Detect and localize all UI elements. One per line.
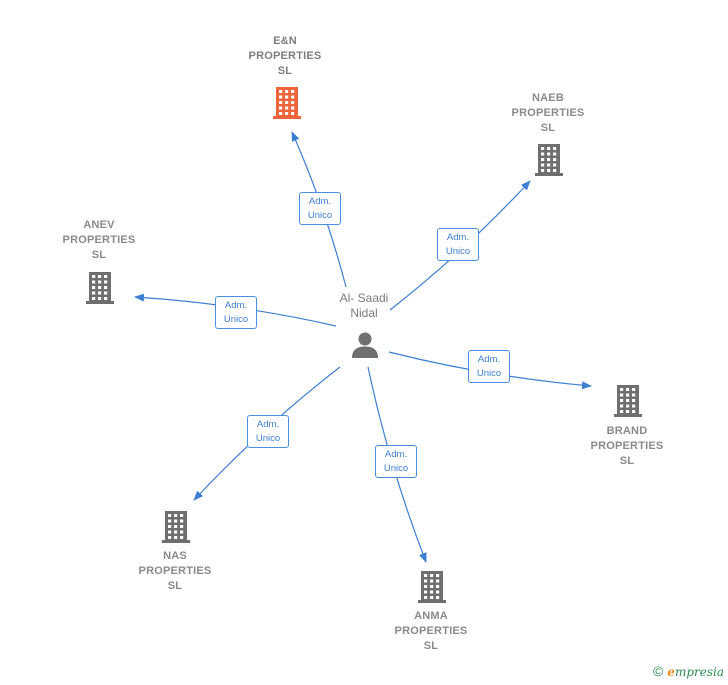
copyright-symbol: © [652, 663, 664, 679]
building-icon-en [273, 87, 301, 119]
relation-text: Unico [445, 246, 471, 257]
relation-text: Adm. [224, 300, 248, 311]
company-name-line: SL [619, 455, 635, 467]
company-label-anma[interactable]: ANMA PROPERTIES SL [371, 609, 491, 654]
company-name-line: E&N [273, 35, 297, 47]
relation-text: Adm. [477, 354, 501, 365]
company-name-line: PROPERTIES [511, 107, 585, 119]
person-icon [352, 332, 378, 358]
relation-text: Adm. [384, 449, 408, 460]
company-name-line: SL [423, 640, 439, 652]
company-label-brand[interactable]: BRAND PROPERTIES SL [567, 424, 687, 469]
building-icon-anev [86, 272, 114, 304]
logo-text: mpresia [674, 665, 724, 679]
person-name-line-2: Nidal [350, 306, 378, 320]
company-name-line: SL [540, 122, 556, 134]
building-icon-nas [162, 511, 190, 543]
relation-badge-brand[interactable]: Adm. Unico [468, 350, 510, 383]
relation-text: Adm. [256, 419, 280, 430]
empresia-footer[interactable]: ©empresia [653, 663, 724, 679]
company-label-nas[interactable]: NAS PROPERTIES SL [115, 549, 235, 594]
building-icon-naeb [535, 144, 563, 176]
relation-text: Unico [476, 368, 502, 379]
company-label-en[interactable]: E&N PROPERTIES SL [225, 34, 345, 79]
company-name-line: PROPERTIES [138, 565, 212, 577]
company-name-line: BRAND [606, 425, 648, 437]
company-name-line: SL [277, 65, 293, 77]
person-name-line-1: Al- Saadi [339, 291, 389, 305]
company-name-line: PROPERTIES [62, 234, 136, 246]
company-name-line: PROPERTIES [394, 625, 468, 637]
relation-badge-anev[interactable]: Adm. Unico [215, 296, 257, 329]
company-name-line: SL [167, 580, 183, 592]
relation-text: Adm. [308, 196, 332, 207]
company-name-line: PROPERTIES [248, 50, 322, 62]
relation-text: Unico [255, 433, 281, 444]
empresia-logo: empresia [667, 665, 724, 679]
relation-badge-naeb[interactable]: Adm. Unico [437, 228, 479, 261]
building-icon-anma [418, 571, 446, 603]
relation-text: Unico [307, 210, 333, 221]
relation-badge-anma[interactable]: Adm. Unico [375, 445, 417, 478]
company-name-line: ANEV [83, 219, 115, 231]
building-icon-brand [614, 385, 642, 417]
company-name-line: SL [91, 249, 107, 261]
logo-initial: e [667, 665, 675, 679]
company-name-line: NAS [163, 550, 187, 562]
relation-text: Unico [383, 463, 409, 474]
company-name-line: NAEB [532, 92, 564, 104]
company-label-naeb[interactable]: NAEB PROPERTIES SL [488, 91, 608, 136]
relation-text: Adm. [446, 232, 470, 243]
company-name-line: ANMA [414, 610, 448, 622]
company-label-anev[interactable]: ANEV PROPERTIES SL [39, 218, 159, 263]
relation-text: Unico [223, 314, 249, 325]
relation-badge-nas[interactable]: Adm. Unico [247, 415, 289, 448]
relation-badge-en[interactable]: Adm. Unico [299, 192, 341, 225]
company-name-line: PROPERTIES [590, 440, 664, 452]
person-name: Al- Saadi Nidal [314, 291, 414, 321]
